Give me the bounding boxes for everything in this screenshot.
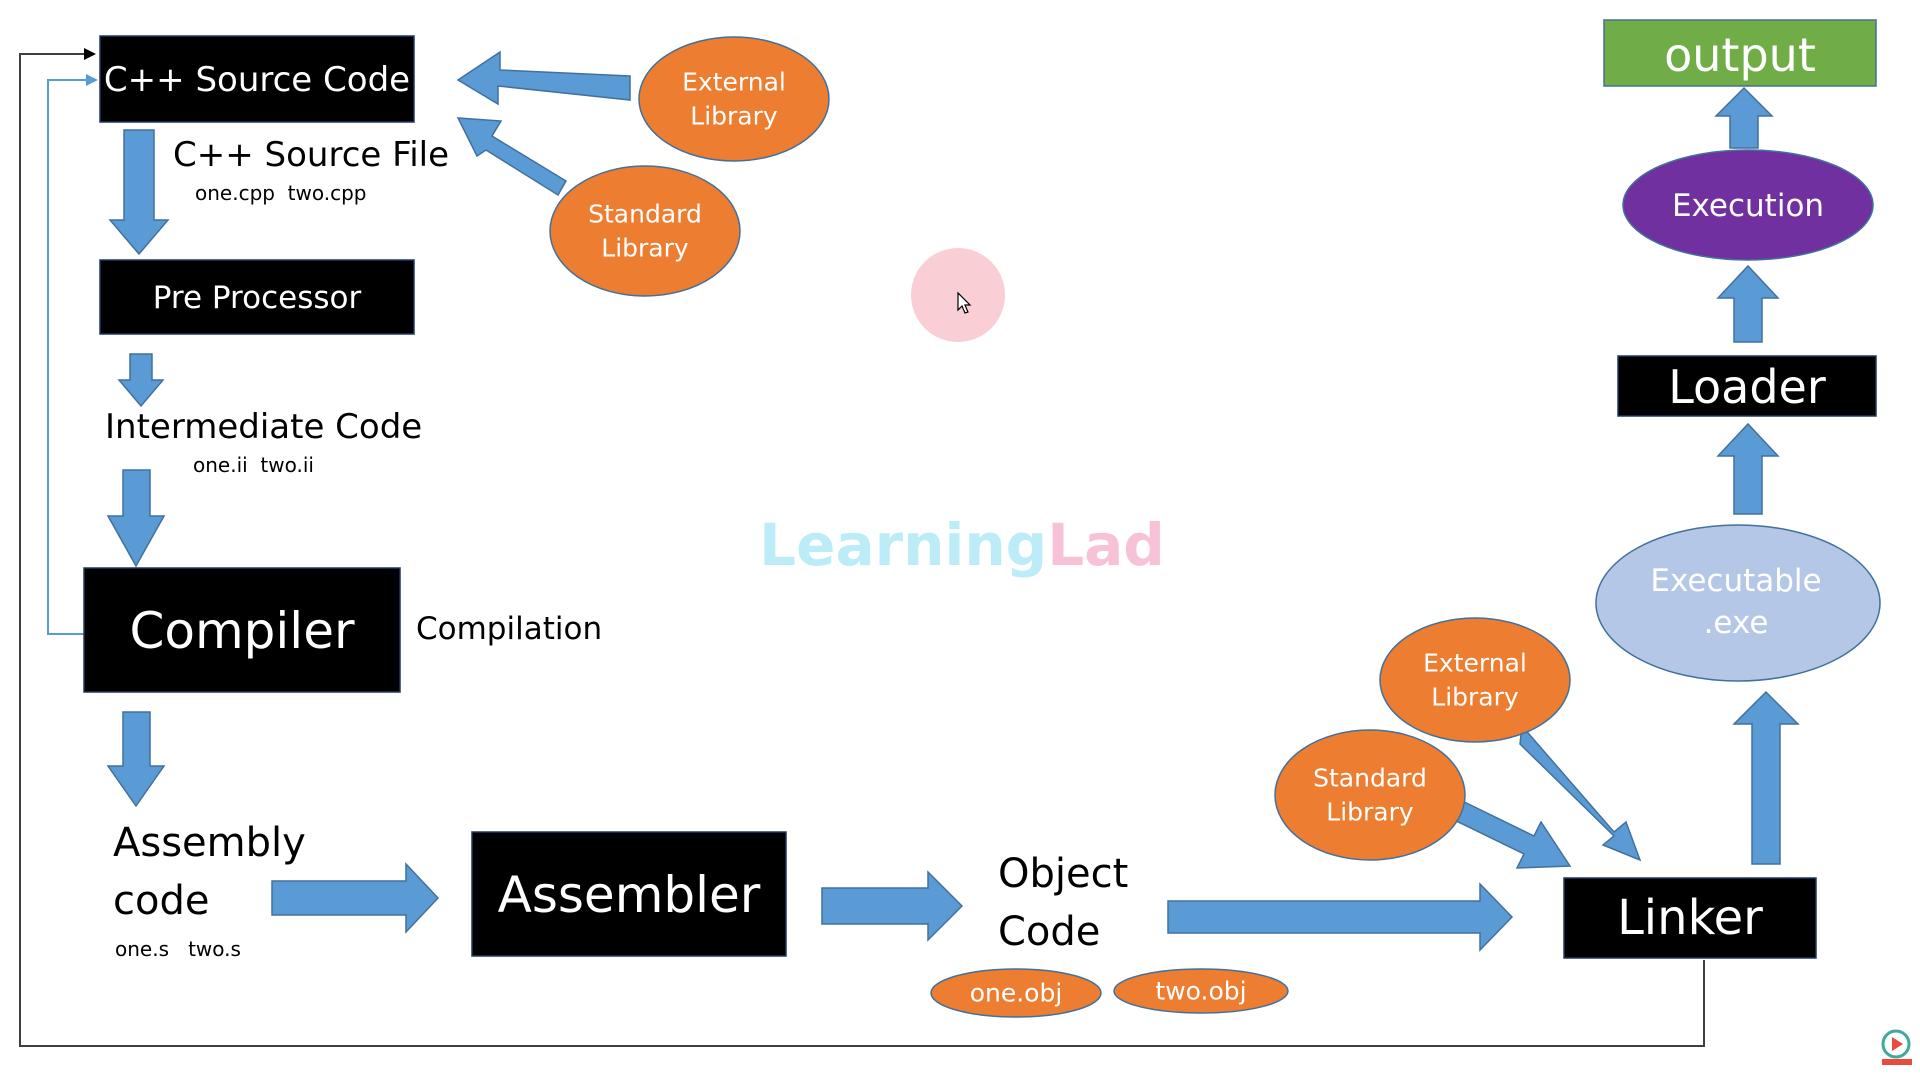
loop-line-arrowhead [84,48,96,60]
external-library-bottom-line1: External [1423,649,1527,678]
source-code-node [99,35,415,123]
arrow-preprocessor-to-intermediate [117,353,165,408]
execution-node [1622,149,1874,261]
source-code-label: C++ Source Code [104,60,410,100]
loop-line-linker-to-source [19,53,1705,1047]
standard-library-bottom-line2: Library [1326,798,1414,827]
external-library-bottom-line2: Library [1431,683,1519,712]
intermediate-code-heading: Intermediate Code [105,407,423,447]
two-obj-badge [1113,968,1289,1014]
executable-label-line2: .exe [1704,605,1769,641]
arrow-compiler-to-assembly [106,711,166,808]
assembler-label: Assembler [498,866,761,924]
arrow-object-to-linker [1167,882,1514,952]
external-library-bottom [1379,617,1571,743]
intermediate-files-list: one.ii two.ii [193,453,314,477]
one-obj-badge [930,968,1102,1018]
arrow-assembly-to-assembler [271,862,440,934]
object-code-heading-line2: Code [998,909,1101,955]
assembly-code-heading-line1: Assembly [113,820,306,866]
object-code-heading-line1: Object [998,851,1129,897]
source-file-heading: C++ Source File [173,135,450,175]
linker-node [1563,877,1817,959]
compilation-label: Compilation [416,611,603,647]
standard-library-bottom [1274,729,1466,861]
arrow-external-lib-to-source [456,50,631,106]
arrow-execution-to-output [1714,86,1774,149]
compiler-label: Compiler [129,602,354,660]
subscribe-logo-icon [1881,1029,1912,1065]
source-files-list: one.cpp two.cpp [195,181,367,205]
arrow-linker-to-executable [1732,690,1800,865]
standard-library-top [549,165,741,297]
linker-label: Linker [1617,890,1763,946]
executable-label-line1: Executable [1650,563,1821,599]
external-library-top-line1: External [682,68,786,97]
executable-node [1595,524,1881,682]
arrow-external-lib-to-linker [1519,724,1642,862]
one-obj-label: one.obj [970,979,1063,1008]
loop-line-compiler-arrowhead [86,74,98,86]
arrow-standard-lib-to-source [456,117,568,197]
arrow-executable-to-loader [1716,422,1780,515]
standard-library-bottom-line1: Standard [1313,764,1427,793]
compiler-node [83,567,401,693]
loop-line-compiler-to-source [47,79,94,635]
assembly-files-list: one.s two.s [115,937,241,961]
loader-label: Loader [1668,360,1826,414]
standard-library-top-line2: Library [601,234,689,263]
output-node [1603,19,1877,87]
assembly-code-heading-line2: code [113,878,210,924]
loader-node [1617,355,1877,417]
two-obj-label: two.obj [1155,977,1246,1006]
assembler-node [471,831,787,957]
output-label: output [1664,28,1816,82]
mouse-cursor-icon [957,291,972,314]
arrow-intermediate-to-compiler [106,469,166,568]
external-library-top-line2: Library [690,102,778,131]
standard-library-top-line1: Standard [588,200,702,229]
execution-label: Execution [1672,188,1824,224]
pre-processor-node [99,259,415,335]
arrow-assembler-to-object [821,870,964,942]
external-library-top [638,36,830,162]
pre-processor-label: Pre Processor [153,280,362,316]
arrow-source-to-preprocessor [108,129,170,256]
watermark: LearningLad [759,511,1165,579]
arrow-loader-to-execution [1716,264,1780,343]
